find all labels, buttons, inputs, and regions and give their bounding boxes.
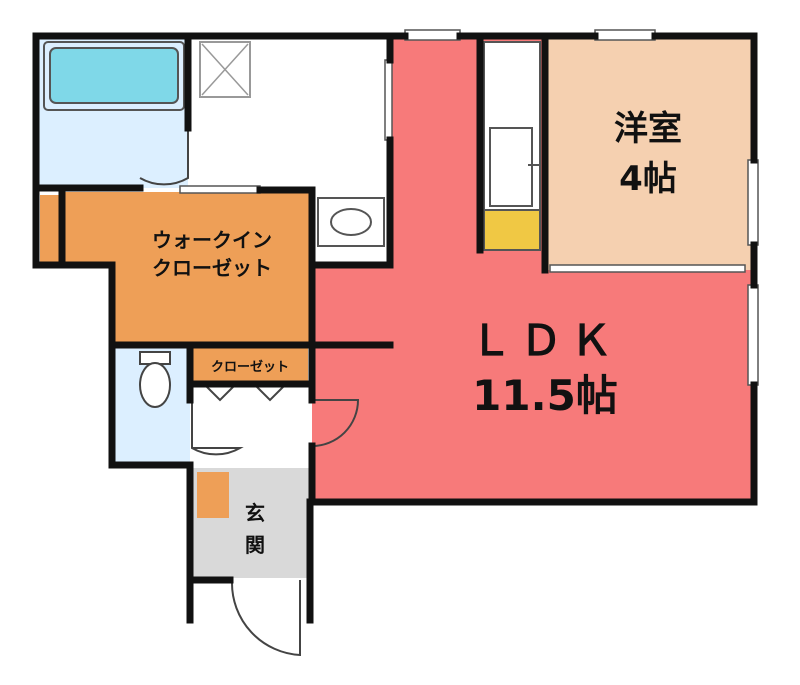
hall-floor <box>192 385 312 465</box>
window-ldk-right <box>747 284 759 386</box>
window-western-top <box>594 29 656 41</box>
bathroom-door-swing <box>139 130 189 186</box>
toilet-bowl <box>139 362 171 408</box>
washbasin-bowl <box>330 208 372 236</box>
walkin-sliding-door <box>179 185 261 194</box>
walkin-closet-label-2: クローゼット <box>152 256 272 280</box>
western-room-size: 4帖 <box>619 159 677 199</box>
western-room-name: 洋室 <box>614 109 682 149</box>
washroom-sliding-door <box>384 59 393 141</box>
ldk-door-swing <box>311 399 360 447</box>
walls <box>32 32 758 624</box>
toilet-door-swing <box>191 400 244 456</box>
shoe-cabinet <box>197 472 229 518</box>
entrance-label-1: 玄 <box>245 501 265 525</box>
closet-door-swing <box>204 384 286 402</box>
kitchen-sink <box>489 127 533 207</box>
closet-floor <box>192 348 308 382</box>
entrance-label-2: 関 <box>245 533 265 557</box>
ldk-room-size: 11.5帖 <box>472 371 618 420</box>
western-sliding-door <box>549 264 746 273</box>
bathtub <box>49 47 179 104</box>
closet-label: クローゼット <box>211 359 289 375</box>
ldk-room-name: ＬＤＫ <box>470 316 620 365</box>
ldk-floor <box>312 38 752 500</box>
walkin-closet-label-1: ウォークイン <box>152 228 272 252</box>
front-door-swing <box>230 580 301 657</box>
window-ldk-top <box>404 29 461 41</box>
window-western-right <box>747 159 759 246</box>
bathtub-rim <box>43 41 185 111</box>
walkin-closet-floor <box>62 192 312 345</box>
western-room-floor <box>545 38 752 270</box>
kitchen-stove <box>483 209 541 251</box>
small-storage-floor <box>40 195 60 263</box>
